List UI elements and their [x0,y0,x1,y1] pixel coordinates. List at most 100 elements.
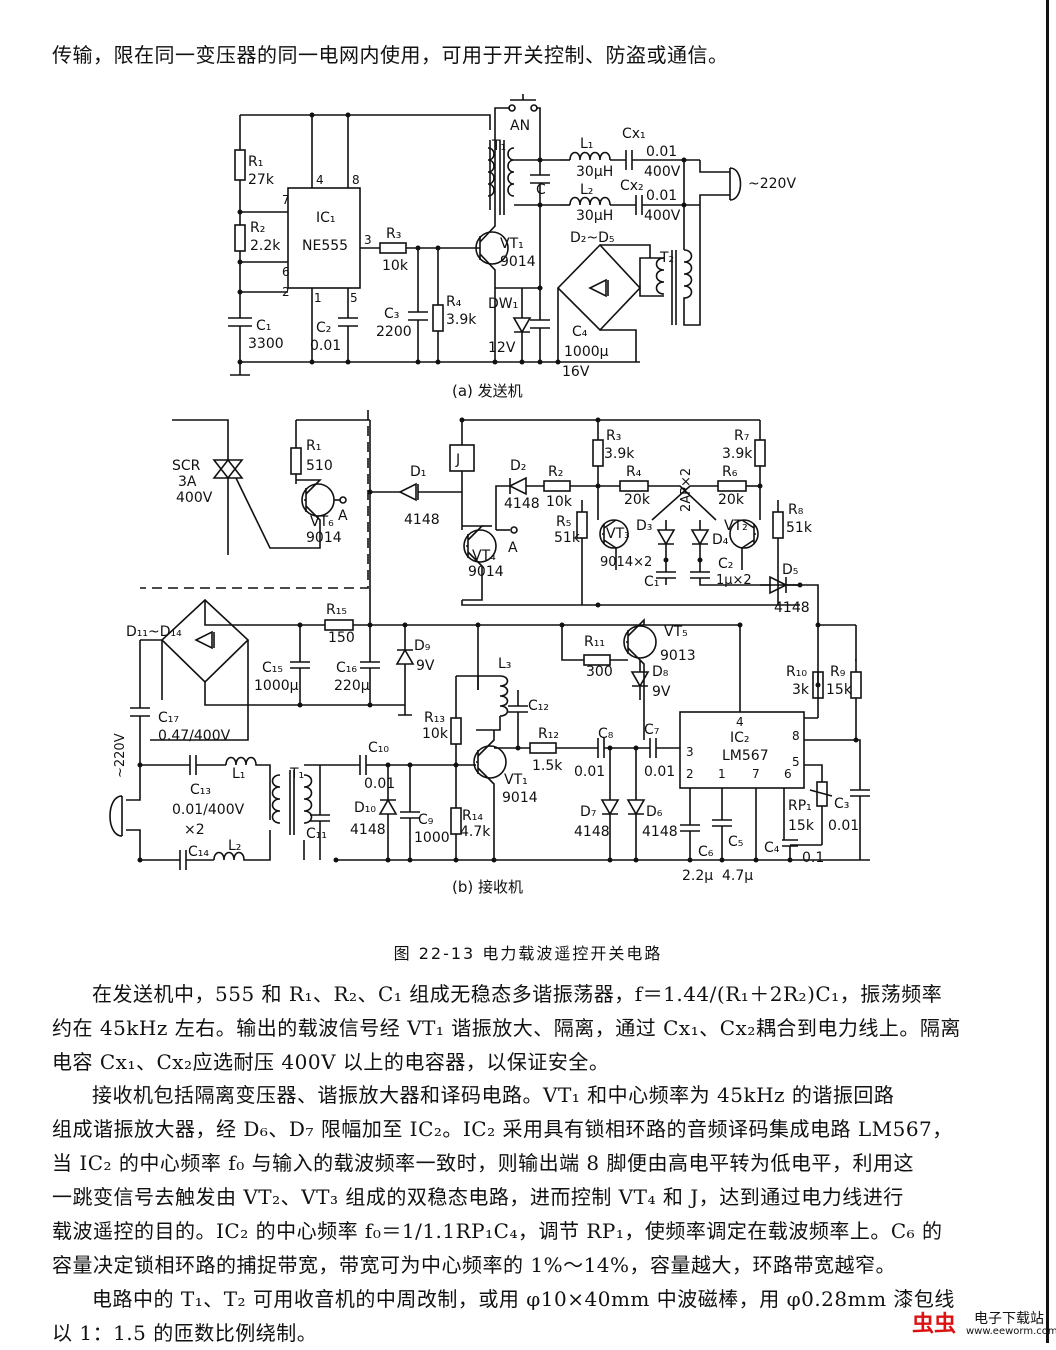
rx-vt4-value: 9014 [468,564,504,580]
paragraph-3-line-1: 电路中的 T₁、T₂ 可用收音机的中周改制，或用 φ10×40mm 中波磁棒，用… [92,1287,955,1311]
paragraph-1-line-3: 电容 Cx₁、Cx₂应选耐压 400V 以上的电容器，以保证安全。 [52,1050,610,1074]
top-text-line: 传输，限在同一变压器的同一电网内使用，可用于开关控制、防盗或通信。 [52,43,729,67]
paragraph-2-line-3: 当 IC₂ 的中心频率 f₀ 与输入的载波频率一致时，则输出端 8 脚便由高电平… [52,1151,915,1175]
tx-r1-label: R₁ [248,154,263,170]
tx-pin4: 4 [316,173,324,187]
rx-lm567-label: LM567 [722,748,769,764]
tx-r4-label: R₄ [446,294,462,310]
tx-pin3: 3 [364,233,372,247]
tx-t2-label: T₂ [659,250,674,266]
rx-d34-value: 2AP×2 [679,468,694,512]
tx-cx2-voltage: 400V [644,208,681,224]
page-edge-border [1046,0,1049,1343]
tx-c3-label: C₃ [384,306,399,322]
rx-r7-label: R₇ [734,428,749,444]
rx-c8-value: 0.01 [574,764,605,780]
tx-cx2-value: 0.01 [646,188,677,204]
rx-r11-label: R₁₁ [584,634,605,650]
rx-rp1-label: RP₁ [788,798,812,814]
rx-c3-value: 0.01 [828,818,859,834]
tx-c4-label: C₄ [572,324,588,340]
tx-r2-value: 2.2k [250,238,281,254]
tx-d2d5-label: D₂~D₅ [570,230,615,246]
rx-d5-label: D₅ [782,562,798,578]
rx-r2-value: 10k [546,494,573,510]
rx-scr-current: 3A [178,474,197,490]
rx-r6-label: R₆ [722,464,738,480]
tx-c4-value: 1000μ [564,344,609,360]
tx-c2-label: C₂ [316,320,331,336]
rx-d3-label: D₃ [636,518,652,534]
rx-d6-label: D₆ [646,804,663,820]
rx-d5-value: 4148 [774,600,810,616]
rx-r12-value: 1.5k [532,758,563,774]
rx-c7-value: 0.01 [644,764,675,780]
tx-c4-voltage: 16V [562,364,590,380]
rx-rp1-value: 15k [788,818,815,834]
tx-dw1-value: 12V [488,340,516,356]
rx-d6-value: 4148 [642,824,678,840]
tx-c3-value: 2200 [376,324,412,340]
tx-vt1-label: VT₁ [500,236,524,252]
tx-r2-label: R₂ [250,220,265,236]
rx-r4-label: R₄ [626,464,642,480]
rx-ic2-label: IC₂ [730,730,750,746]
rx-r4-value: 20k [624,492,651,508]
tx-pin1: 1 [314,291,322,305]
rx-c1-label: C₁ [644,574,659,590]
watermark-logo: 虫虫 [912,1312,957,1337]
rx-c11-label: C₁₁ [306,826,327,842]
rx-d2-value: 4148 [504,496,540,512]
paragraph-2-line-6: 容量决定锁相环路的捕捉带宽，带宽可为中心频率的 1%～14%，容量越大，环路带宽… [52,1253,897,1277]
paragraph-2: 接收机包括隔离变压器、谐振放大器和译码电路。VT₁ 和中心频率为 45kHz 的… [52,1078,952,1282]
rx-d2-label: D₂ [510,458,526,474]
tx-cx2-label: Cx₂ [620,178,644,194]
tx-cx1-label: Cx₁ [622,126,646,142]
rx-c5-label: C₅ [728,834,743,850]
tx-pin2: 2 [282,285,290,299]
tx-cx1-value: 0.01 [646,144,677,160]
rx-c16-label: C₁₆ [336,660,357,676]
tx-t1-label: T₁ [491,138,506,154]
rx-vt6-value: 9014 [306,530,342,546]
rx-d8-value: 9V [652,684,671,700]
rx-d9-value: 9V [416,658,435,674]
tx-r4-value: 3.9k [446,312,477,328]
tx-pin6: 6 [282,265,290,279]
paragraph-3-line-2: 以 1：1.5 的匝数比例绕制。 [52,1321,318,1345]
rx-c4-value: 0.1 [802,850,824,866]
rx-c9-label: C₉ [418,812,434,828]
tx-pin8: 8 [352,173,360,187]
rx-r6-value: 20k [718,492,745,508]
rx-vt3-label: VT₃ [606,526,630,542]
paragraph-2-line-1: 接收机包括隔离变压器、谐振放大器和译码电路。VT₁ 和中心频率为 45kHz 的… [92,1083,895,1107]
rx-d8-label: D₈ [652,664,669,680]
transmitter-caption: (a) 发送机 [452,382,523,400]
rx-d9-label: D₉ [414,638,431,654]
rx-ic2-pin6: 6 [784,767,792,781]
paragraph-1-line-1: 在发送机中，555 和 R₁、R₂、C₁ 组成无稳态多谐振荡器，f＝1.44/(… [92,982,943,1006]
rx-c9-value: 1000 [414,830,450,846]
rx-scr-voltage: 400V [176,490,213,506]
paragraph-3: 电路中的 T₁、T₂ 可用收音机的中周改制，或用 φ10×40mm 中波磁棒，用… [52,1282,955,1350]
rx-d11d14-label: D₁₁~D₁₄ [126,624,182,640]
paragraph-2-line-5: 载波遥控的目的。IC₂ 的中心频率 f₀＝1/1.1RP₁C₄，调节 RP₁，使… [52,1219,943,1243]
watermark-name: 电子下载站 [974,1311,1044,1327]
rx-vt2-label: VT₂ [724,518,748,534]
rx-r7-value: 3.9k [722,446,753,462]
rx-ic2-pin8: 8 [792,729,800,743]
rx-r10-value: 3k [792,682,810,698]
tx-l2-label: L₂ [580,182,593,198]
tx-cx1-voltage: 400V [644,164,681,180]
tx-mains-label: ~220V [748,176,796,192]
rx-vt3-value: 9014×2 [600,555,652,570]
tx-ne555-label: NE555 [302,238,348,254]
rx-r5-label: R₅ [556,514,571,530]
rx-c13-x2: ×2 [184,822,205,838]
rx-d7-label: D₇ [580,804,596,820]
tx-pin5: 5 [350,291,358,305]
rx-r15-value: 150 [328,630,355,646]
rx-r15-label: R₁₅ [326,602,347,618]
rx-c4-label: C₄ [764,840,780,856]
rx-vt4-label: VT₄ [472,548,496,564]
